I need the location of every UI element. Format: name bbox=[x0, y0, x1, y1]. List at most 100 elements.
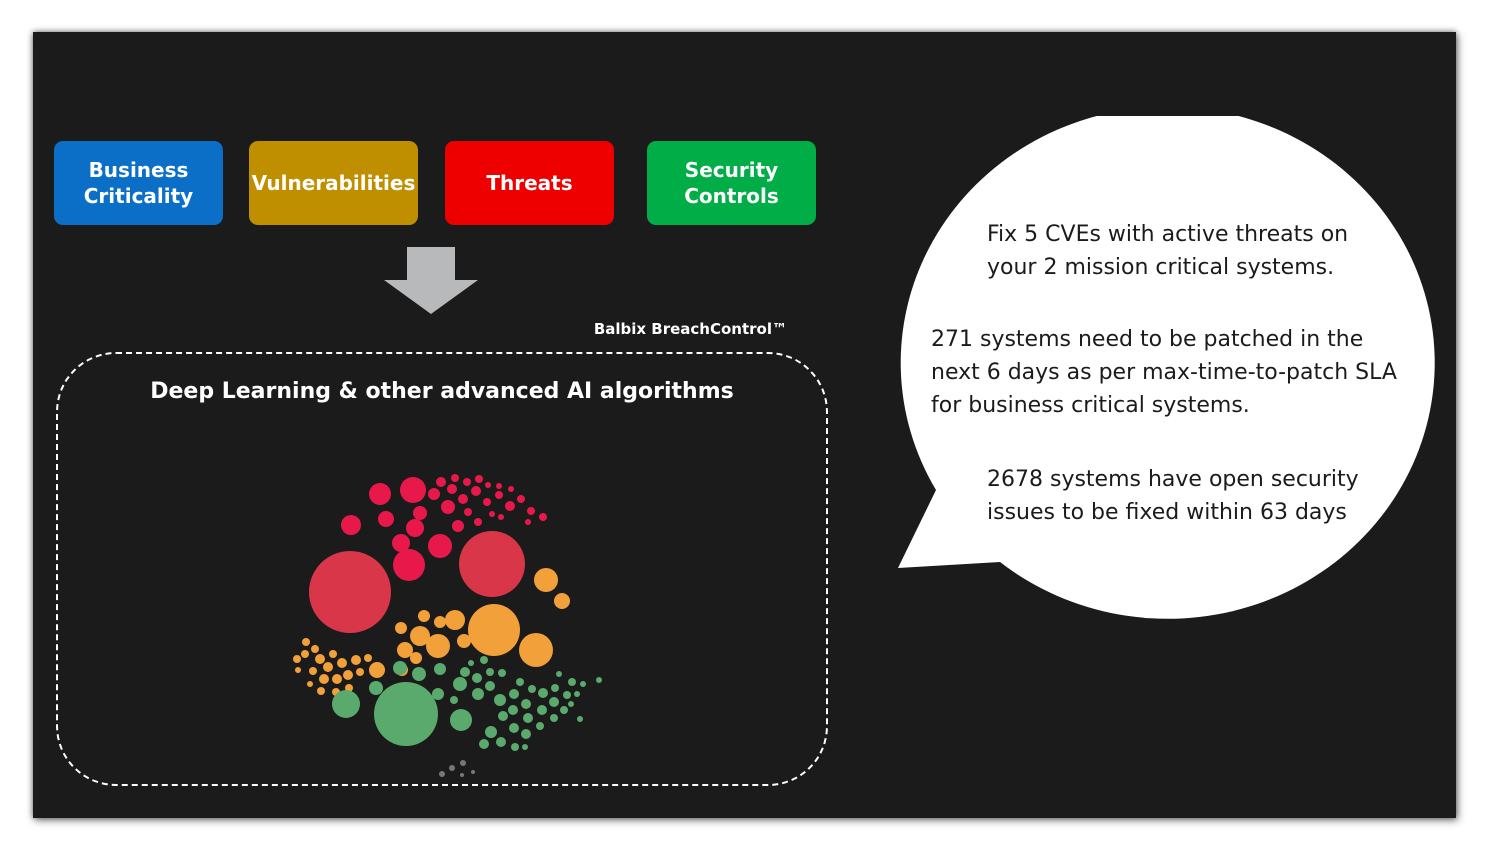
bubble-green bbox=[596, 677, 602, 683]
bubble-orange bbox=[315, 654, 325, 664]
bubble-crimson bbox=[428, 488, 440, 500]
bubble-orange bbox=[426, 634, 450, 658]
bubble-crimson bbox=[527, 507, 535, 515]
security-controls-line-1: Security bbox=[684, 158, 779, 182]
bubble-orange bbox=[309, 667, 317, 675]
bubble-crimson bbox=[489, 511, 495, 517]
bubble-crimson bbox=[474, 518, 482, 526]
bubble-green bbox=[472, 688, 484, 700]
bubble-orange bbox=[323, 662, 333, 672]
bubble-orange bbox=[445, 610, 465, 630]
bubble-green bbox=[434, 663, 446, 675]
bubble-gray bbox=[460, 773, 464, 777]
bubble-green bbox=[468, 660, 474, 666]
bubble-orange bbox=[319, 674, 329, 684]
bubble-orange bbox=[356, 668, 364, 676]
bubble-green bbox=[453, 677, 467, 691]
bubble-cluster-graphic bbox=[293, 474, 602, 777]
bubble-orange bbox=[397, 642, 413, 658]
bubble-gray bbox=[449, 765, 455, 771]
bubble-green bbox=[450, 709, 472, 731]
bubble-orange bbox=[554, 593, 570, 609]
bubble-green bbox=[574, 691, 580, 697]
bubble-orange bbox=[364, 654, 372, 662]
bubble-green bbox=[494, 694, 506, 706]
bubble-green bbox=[536, 722, 544, 730]
bubble-crimson bbox=[463, 478, 471, 486]
bubble-orange bbox=[301, 650, 309, 658]
bubble-crimson bbox=[392, 534, 410, 552]
bubble-green bbox=[563, 691, 571, 699]
bubble-green bbox=[496, 737, 506, 747]
bubble-gray bbox=[471, 770, 475, 774]
bubble-green bbox=[580, 681, 586, 687]
bubble-orange bbox=[302, 638, 310, 646]
message-2-line-3: for business critical systems. bbox=[931, 393, 1250, 418]
vulnerabilities-box: Vulnerabilities bbox=[249, 141, 418, 225]
bubble-crimson bbox=[539, 513, 547, 521]
message-open-issues: 2678 systems have open security issues t… bbox=[987, 463, 1407, 529]
bubble-green bbox=[508, 705, 518, 715]
bubble-green bbox=[432, 688, 444, 700]
bubble-green bbox=[332, 690, 360, 718]
bubble-green bbox=[551, 684, 559, 692]
bubble-green bbox=[485, 726, 497, 738]
threats-box: Threats bbox=[445, 141, 614, 225]
speech-bubble bbox=[898, 116, 1435, 619]
bubble-orange bbox=[519, 633, 553, 667]
bubble-green bbox=[450, 696, 458, 704]
bubble-crimson bbox=[498, 514, 504, 520]
bubble-green bbox=[374, 682, 438, 746]
bubble-orange bbox=[395, 622, 407, 634]
bubble-green bbox=[412, 667, 426, 681]
bubble-orange bbox=[307, 681, 313, 687]
security-controls-box: Security Controls bbox=[647, 141, 816, 225]
bubble-crimson bbox=[505, 501, 515, 511]
bubble-green bbox=[560, 706, 568, 714]
bubble-green bbox=[568, 678, 576, 686]
bubble-crimson bbox=[471, 486, 481, 496]
bubble-crimson bbox=[508, 486, 514, 492]
bubble-green bbox=[549, 697, 559, 707]
bubble-green bbox=[472, 673, 482, 683]
bubble-green bbox=[511, 743, 519, 751]
bubble-gray bbox=[439, 771, 445, 777]
bubble-orange bbox=[311, 645, 319, 653]
bubble-crimson bbox=[413, 506, 427, 520]
bubble-crimson bbox=[393, 549, 425, 581]
message-mission-critical: Fix 5 CVEs with active threats on your 2… bbox=[987, 218, 1407, 284]
bubble-crimson bbox=[436, 477, 446, 487]
bubble-crimson bbox=[441, 500, 455, 514]
bubble-orange bbox=[369, 662, 385, 678]
bubble-orange bbox=[534, 568, 558, 592]
bubble-crimson bbox=[458, 494, 468, 504]
bubble-green bbox=[522, 744, 528, 750]
bubble-green bbox=[556, 671, 562, 677]
security-controls-line-2: Controls bbox=[684, 184, 779, 208]
bubble-crimson bbox=[495, 491, 503, 499]
bubble-green bbox=[460, 667, 470, 677]
message-business-critical: 271 systems need to be patched in the ne… bbox=[931, 323, 1421, 422]
bubble-orange bbox=[468, 604, 520, 656]
bubble-crimson bbox=[341, 515, 361, 535]
bubble-orange bbox=[317, 687, 325, 695]
bubble-crimson bbox=[447, 484, 457, 494]
bubble-crimson bbox=[496, 483, 502, 489]
bubble-green bbox=[393, 661, 407, 675]
message-3-line-1: 2678 systems have open security bbox=[987, 467, 1359, 492]
bubble-green bbox=[521, 729, 531, 739]
bubble-crimson bbox=[525, 519, 531, 525]
bubble-crimson bbox=[464, 508, 472, 516]
bubble-green bbox=[498, 711, 508, 721]
bubble-crimson bbox=[406, 519, 424, 537]
bubble-orange bbox=[351, 655, 361, 665]
bubble-green bbox=[528, 685, 536, 693]
business-criticality-box: Business Criticality bbox=[54, 141, 223, 225]
bubble-crimson bbox=[452, 520, 464, 532]
bubble-crimson bbox=[485, 482, 491, 488]
bubble-orange bbox=[434, 616, 446, 628]
bubble-orange bbox=[418, 610, 430, 622]
bubble-green bbox=[485, 681, 495, 691]
bubble-orange bbox=[345, 684, 353, 692]
bubble-orange bbox=[329, 650, 337, 658]
